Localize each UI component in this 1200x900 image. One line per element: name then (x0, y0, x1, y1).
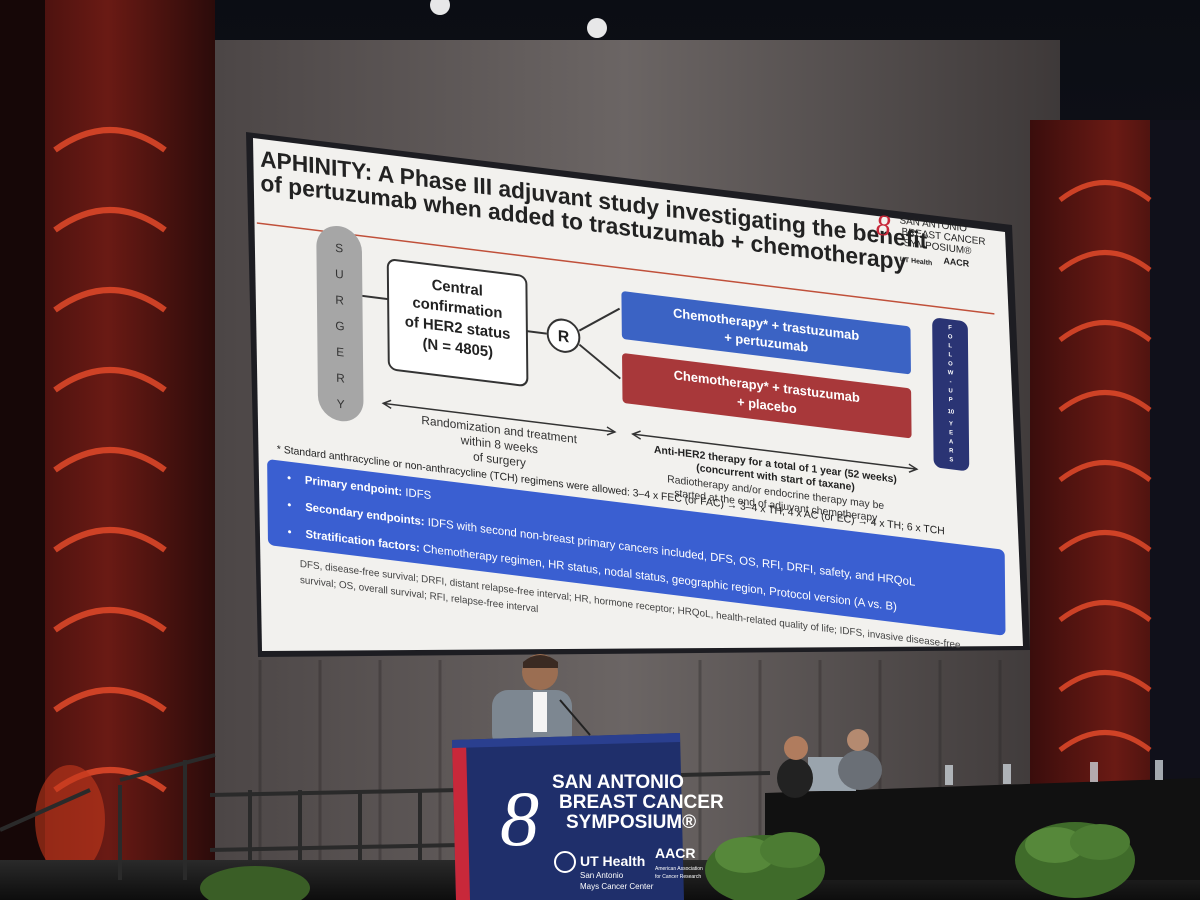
svg-text:E: E (949, 430, 953, 436)
svg-text:R: R (949, 448, 954, 455)
podium-aacr-sub1: American Association (655, 866, 703, 872)
endpoints-panel (267, 459, 1006, 636)
podium-aacr: AACR (655, 845, 695, 861)
randomization-circle (546, 318, 581, 353)
svg-text:U: U (335, 267, 344, 282)
svg-text:of surgery: of surgery (473, 449, 526, 470)
svg-text:•: • (287, 472, 291, 485)
podium-ut-sub1: San Antonio (580, 871, 624, 880)
surgery-letters: S U R G E R Y (335, 241, 345, 412)
podium-line1: SAN ANTONIO (552, 772, 684, 793)
plant-left (705, 832, 825, 900)
logo-aacr: AACR (943, 256, 969, 269)
svg-text:L: L (948, 352, 952, 358)
svg-text:W: W (948, 370, 954, 377)
podium-line3: SYMPOSIUM® (566, 812, 696, 833)
svg-text:L: L (948, 343, 952, 349)
arm-pertuzumab (621, 291, 911, 375)
stage-railing (0, 753, 771, 880)
podium-ut-sub2: Mays Cancer Center (580, 882, 654, 891)
podium-ut: UT Health (580, 853, 645, 869)
timeline-arrows (381, 399, 919, 473)
svg-text:•: • (287, 499, 291, 512)
plant-bottom-left (200, 866, 310, 900)
svg-text:8: 8 (876, 208, 891, 243)
podium-logo: 8 SAN ANTONIO BREAST CANCER SYMPOSIUM® U… (500, 772, 724, 891)
svg-text:R: R (336, 371, 345, 386)
svg-text:P: P (949, 397, 953, 403)
randomization-label: R (558, 328, 570, 346)
follow-up-pill (932, 318, 970, 471)
svg-text:10: 10 (948, 409, 955, 416)
svg-text:O: O (948, 361, 953, 368)
speaker (492, 654, 591, 750)
svg-text:Y: Y (949, 421, 953, 427)
title-rule (256, 222, 995, 315)
podium-ribbon-mark: 8 (500, 775, 539, 862)
svg-text:S: S (335, 241, 343, 256)
surgery-pill (316, 225, 364, 422)
svg-text:G: G (335, 319, 344, 334)
svg-text:Y: Y (337, 397, 345, 412)
svg-text:A: A (949, 439, 954, 446)
svg-text:Central: Central (432, 276, 483, 299)
svg-text:•: • (288, 526, 292, 539)
left-stage-panel (0, 0, 215, 900)
svg-text:F: F (948, 325, 952, 331)
podium (452, 733, 684, 900)
logo-ut: UT Health (900, 256, 932, 267)
svg-text:-: - (950, 379, 952, 385)
svg-text:E: E (336, 345, 344, 360)
podium-aacr-sub2: for Cancer Research (655, 874, 701, 880)
arm-placebo (622, 353, 912, 439)
svg-text:S: S (949, 457, 953, 463)
podium-line2: BREAST CANCER (559, 792, 724, 813)
svg-text:O: O (948, 334, 953, 341)
svg-text:U: U (949, 388, 953, 395)
follow-up-letters: F O L L O W - U P 10 Y E A R S (948, 325, 955, 463)
svg-text:R: R (335, 293, 344, 308)
arm-placebo-line2: + placebo (737, 394, 797, 416)
plant-right (1015, 822, 1135, 898)
sabcs-logo: 8 SAN ANTONIO BREAST CANCER SYMPOSIUM® U… (876, 208, 986, 269)
